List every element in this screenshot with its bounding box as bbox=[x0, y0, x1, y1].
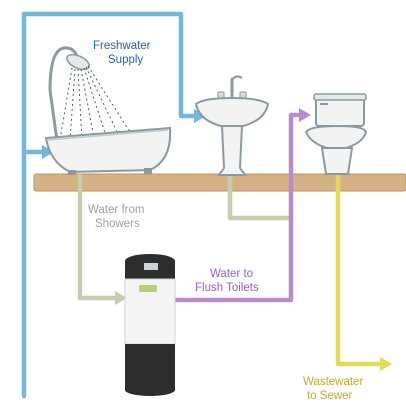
freshwater-label-line1: Freshwater bbox=[93, 40, 151, 52]
water-recycler-unit-icon bbox=[124, 254, 176, 396]
wastewater-arrow bbox=[380, 357, 392, 371]
freshwater-arrow-tub bbox=[42, 145, 54, 159]
wastewater-label-line2: to Sewer bbox=[307, 390, 353, 402]
counter-shelf bbox=[33, 173, 406, 192]
wastewater-label-line1: Wastewater bbox=[303, 376, 363, 388]
toilet-icon bbox=[304, 93, 368, 175]
freshwater-label-line2: Supply bbox=[108, 54, 143, 66]
toilets-label-line1: Water to bbox=[210, 268, 253, 280]
bathtub-icon bbox=[44, 46, 172, 175]
shower-spray bbox=[59, 65, 131, 141]
showers-label-line1: Water from bbox=[88, 204, 144, 216]
toilets-label-line2: Flush Toilets bbox=[195, 282, 259, 294]
wastewater-pipe bbox=[335, 173, 384, 367]
pedestal-sink-icon bbox=[194, 75, 270, 176]
flush-pipe bbox=[171, 112, 303, 303]
greywater-pipe bbox=[77, 173, 294, 301]
showers-label-line2: Showers bbox=[95, 218, 140, 230]
freshwater-arrow-sink bbox=[194, 109, 206, 123]
freshwater-pipe bbox=[21, 11, 199, 399]
greywater-arrow bbox=[115, 291, 127, 305]
flush-arrow bbox=[299, 108, 311, 122]
